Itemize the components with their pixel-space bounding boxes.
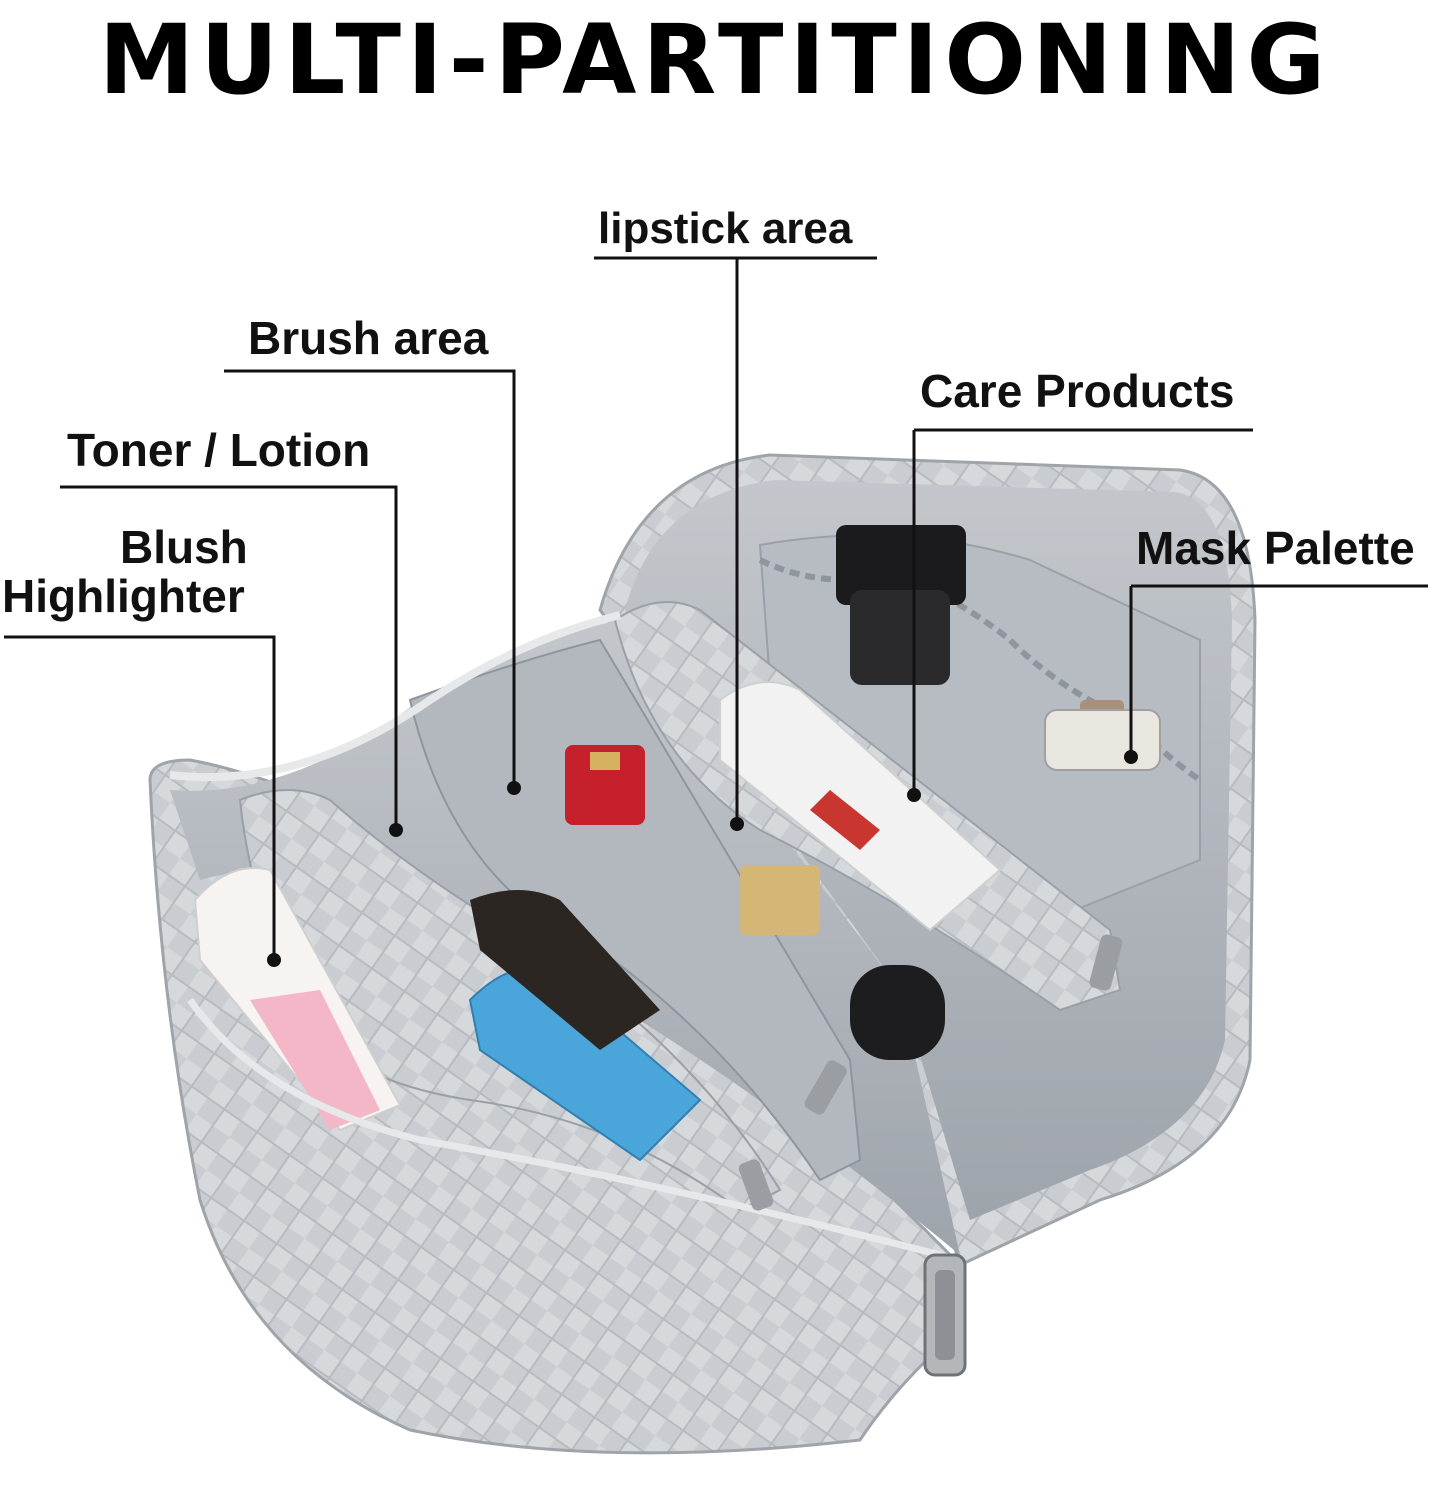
leader-lipstick <box>594 256 877 824</box>
zipper-pull-left <box>738 1159 774 1211</box>
zipper-pull-middle <box>804 1060 847 1115</box>
zipper-pull-main <box>923 1253 967 1377</box>
glass-perfume <box>1044 700 1161 771</box>
leader-toner <box>60 485 398 830</box>
leader-mask <box>1129 584 1428 757</box>
label-mask-palette: Mask Palette <box>1136 522 1415 574</box>
page-title: MULTI-PARTITIONING <box>98 4 1332 116</box>
leader-lines <box>4 256 1428 960</box>
dark-bottle <box>470 890 660 1050</box>
leader-brush <box>224 369 516 788</box>
label-blush: Blush <box>120 521 248 573</box>
divider-pouch-middle <box>408 638 862 1182</box>
zipper-pull-right <box>1089 934 1123 991</box>
label-lipstick-area: lipstick area <box>598 204 853 253</box>
front-zipper-track <box>169 611 621 782</box>
leader-blush <box>4 635 276 960</box>
black-bottle <box>836 525 966 685</box>
front-zipper-edge <box>187 997 961 1264</box>
label-care-products: Care Products <box>920 365 1235 417</box>
leader-dots <box>267 750 1138 967</box>
cream-tube <box>193 867 402 1132</box>
label-brush-area: Brush area <box>248 312 489 364</box>
black-jar <box>850 965 945 1060</box>
leader-care <box>912 428 1253 795</box>
label-highlighter: Highlighter <box>2 570 245 622</box>
gold-cap <box>740 865 820 935</box>
label-toner-lotion: Toner / Lotion <box>67 424 371 476</box>
lipstick <box>565 745 645 825</box>
lotion-bottle <box>719 681 1002 932</box>
